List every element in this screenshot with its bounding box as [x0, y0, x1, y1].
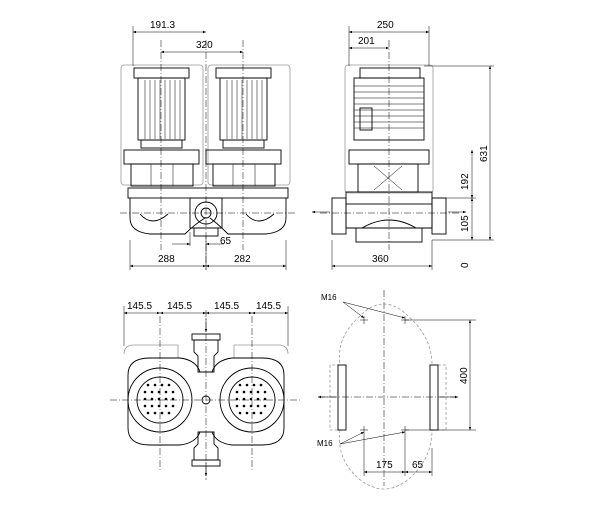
- dim-360: 360: [372, 254, 389, 265]
- plan-envelope-left: [123, 344, 179, 358]
- bolt-label-top: M16: [321, 293, 337, 302]
- motor-envelope-left: [120, 64, 204, 186]
- side-view: 250 201 360 631 192 105 0: [312, 20, 494, 270]
- dim-320: 320: [196, 40, 213, 51]
- dim-288: 288: [158, 254, 175, 265]
- motor-left: [123, 67, 200, 187]
- dim-145-5-d: 145.5: [256, 301, 281, 312]
- bolt-dots-left: [143, 383, 175, 415]
- dim-145-5-c: 145.5: [214, 301, 239, 312]
- dim-145-5-a: 145.5: [127, 301, 152, 312]
- dim-631: 631: [479, 145, 490, 162]
- plan-view: 145.5 145.5 145.5 145.5: [110, 301, 300, 480]
- bolt-label-bottom: M16: [317, 439, 333, 448]
- dim-175: 175: [376, 460, 393, 471]
- bolt-dots-right: [235, 383, 267, 415]
- dim-105: 105: [460, 215, 471, 232]
- motor-right: [205, 67, 282, 187]
- dim-65-base: 65: [412, 460, 424, 471]
- dim-400: 400: [459, 367, 470, 384]
- dim-65-front: 65: [220, 236, 232, 247]
- dim-0: 0: [460, 262, 471, 268]
- motor-envelope-right: [207, 64, 291, 186]
- base-outline: [329, 303, 447, 490]
- dim-191-3: 191.3: [150, 20, 175, 31]
- dim-201: 201: [358, 36, 375, 47]
- bolt-holes: [360, 316, 409, 434]
- dim-282: 282: [234, 254, 251, 265]
- front-view: 191.3 320 288 282 65: [120, 20, 295, 270]
- dim-192: 192: [460, 173, 471, 190]
- dim-250: 250: [377, 20, 394, 31]
- base-view: M16 M16 400 175 65: [317, 290, 476, 490]
- dim-145-5-b: 145.5: [167, 301, 192, 312]
- pump-housing-front: [127, 187, 289, 237]
- plan-envelope-right: [233, 344, 289, 358]
